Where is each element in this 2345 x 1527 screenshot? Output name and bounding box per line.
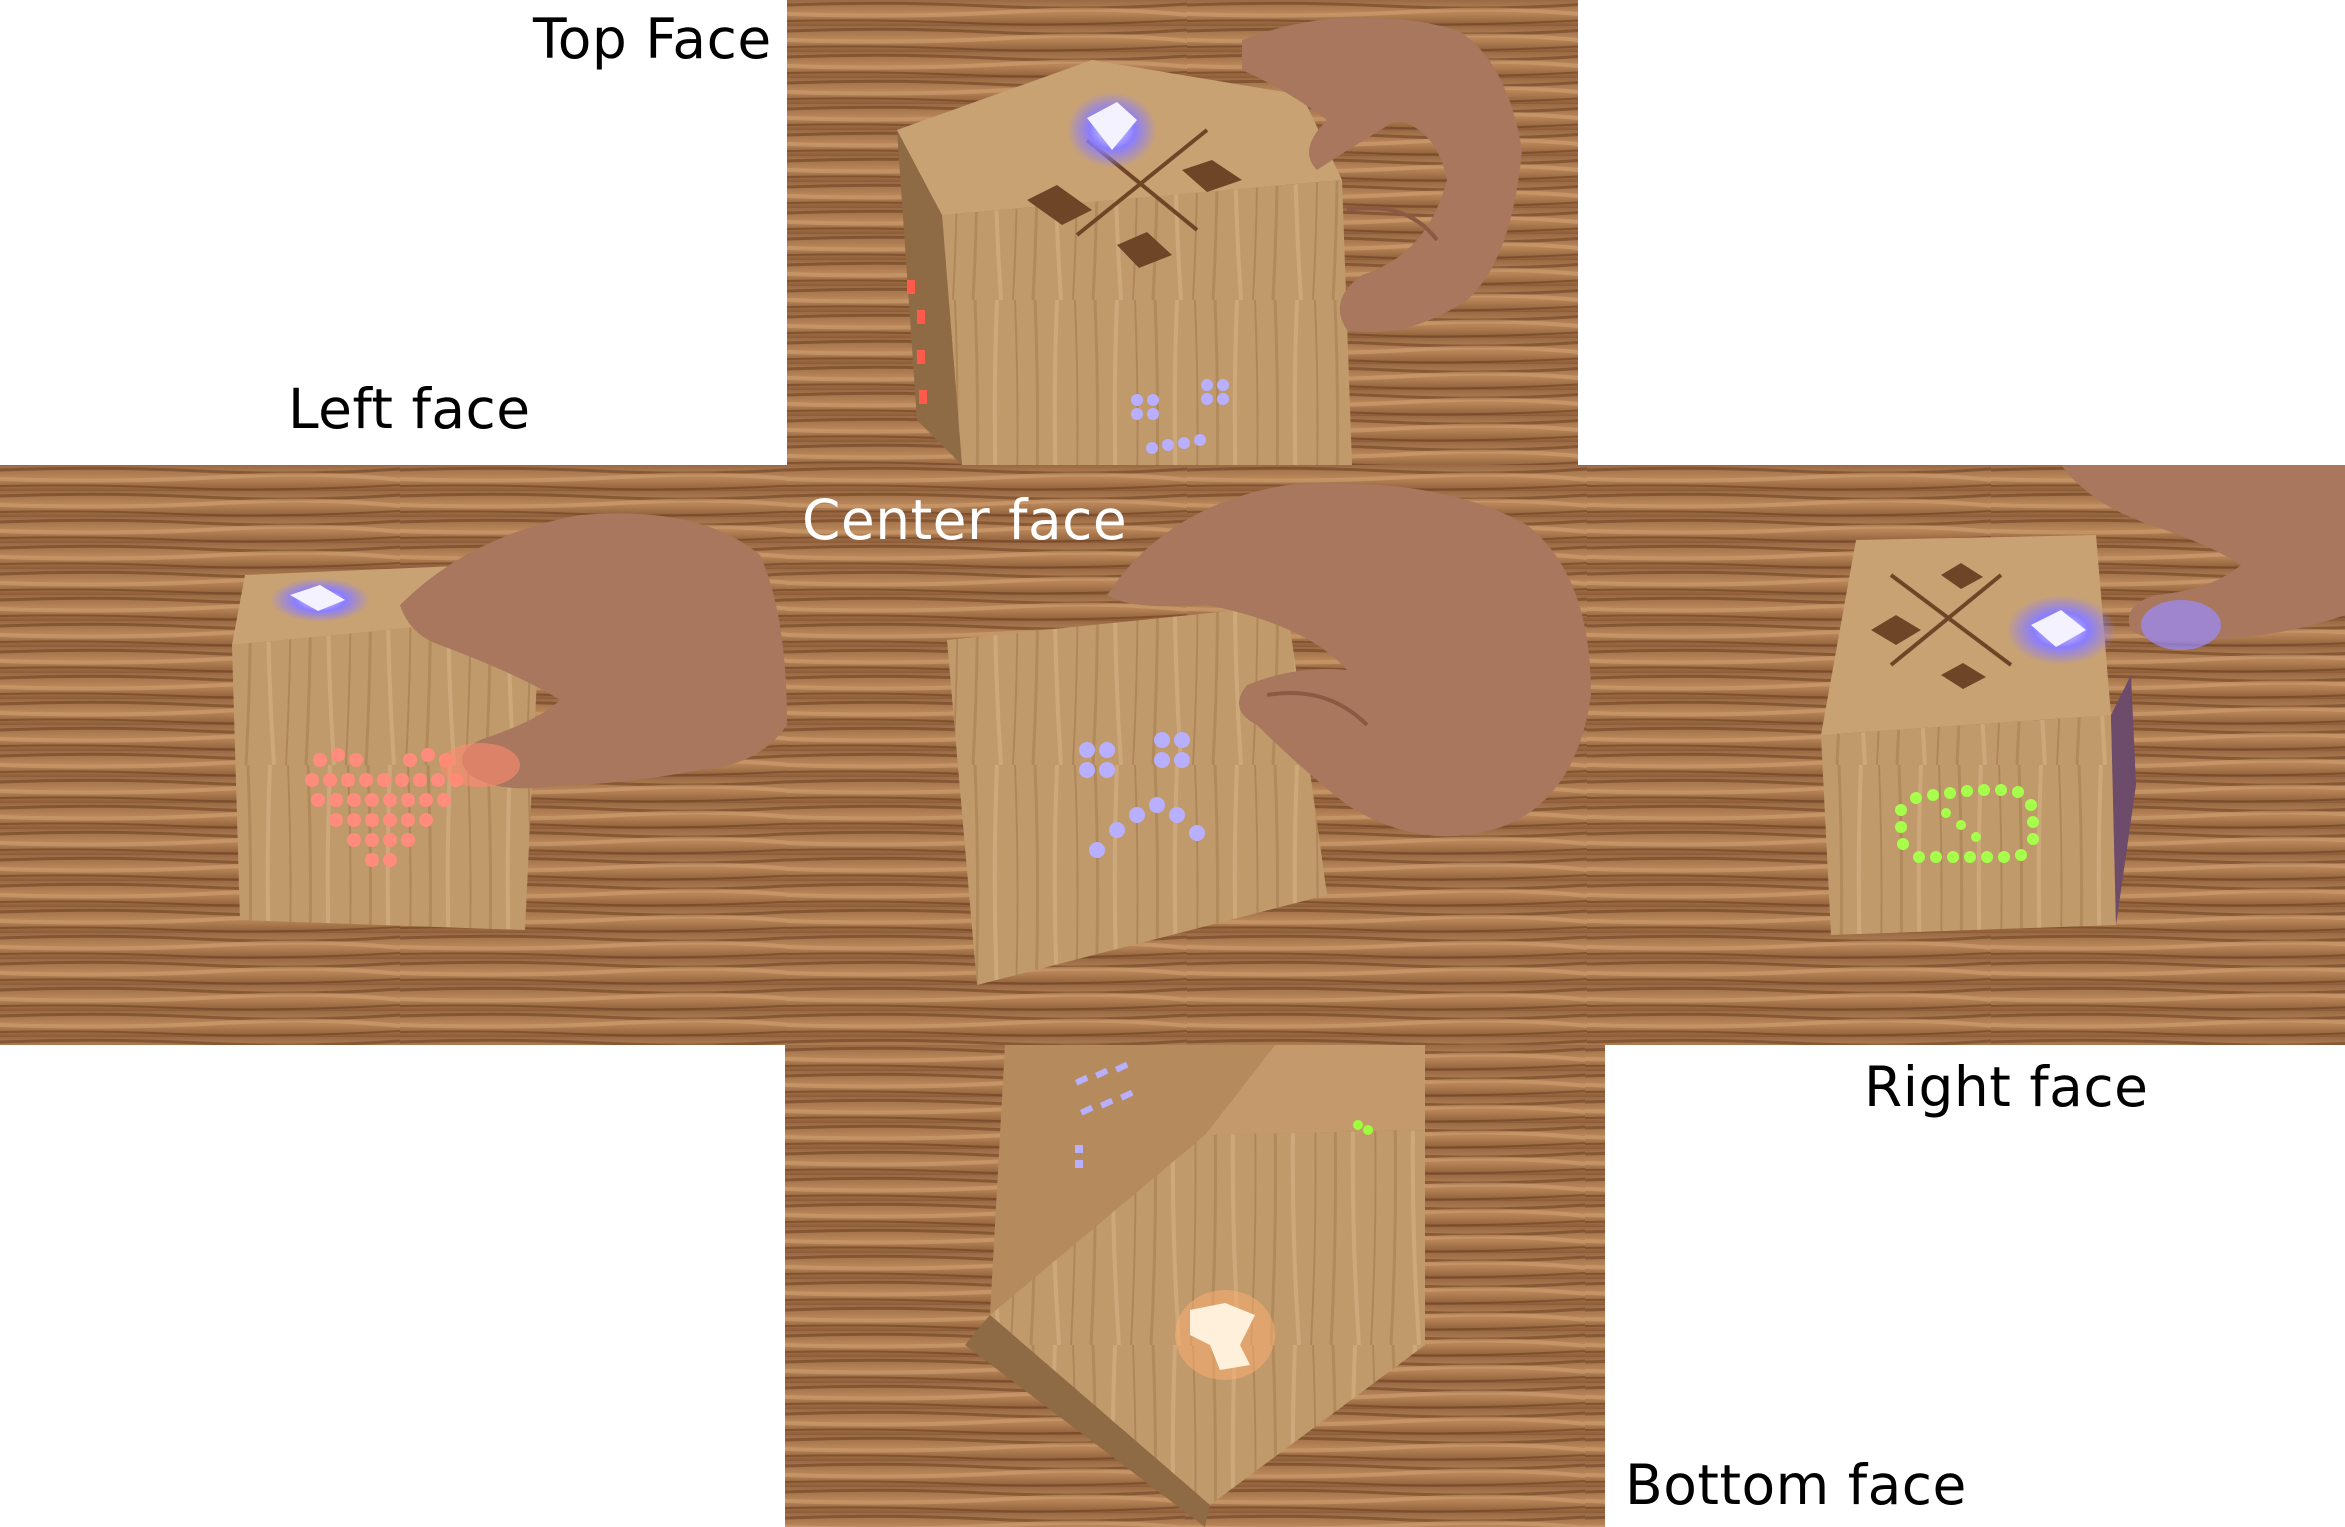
bottom-face-label: Bottom face xyxy=(1625,1453,1967,1517)
bottom-face-photo xyxy=(785,1045,1605,1527)
right-face-photo xyxy=(1591,465,2345,1045)
center-face-photo: Center face xyxy=(787,465,1591,1045)
mood-face-led-icon xyxy=(1079,732,1205,858)
battery-led-icon xyxy=(1895,784,2039,863)
right-face-label: Right face xyxy=(1864,1055,2149,1119)
left-face-label: Left face xyxy=(288,377,531,441)
top-face-photo xyxy=(787,0,1578,465)
heart-led-icon xyxy=(305,748,463,867)
mood-face-led-icon xyxy=(1131,379,1229,454)
top-face-label: Top Face xyxy=(533,7,772,71)
subtitle-fragment xyxy=(790,1033,1350,1047)
center-face-label: Center face xyxy=(802,488,1128,552)
left-face-photo xyxy=(0,465,787,1045)
